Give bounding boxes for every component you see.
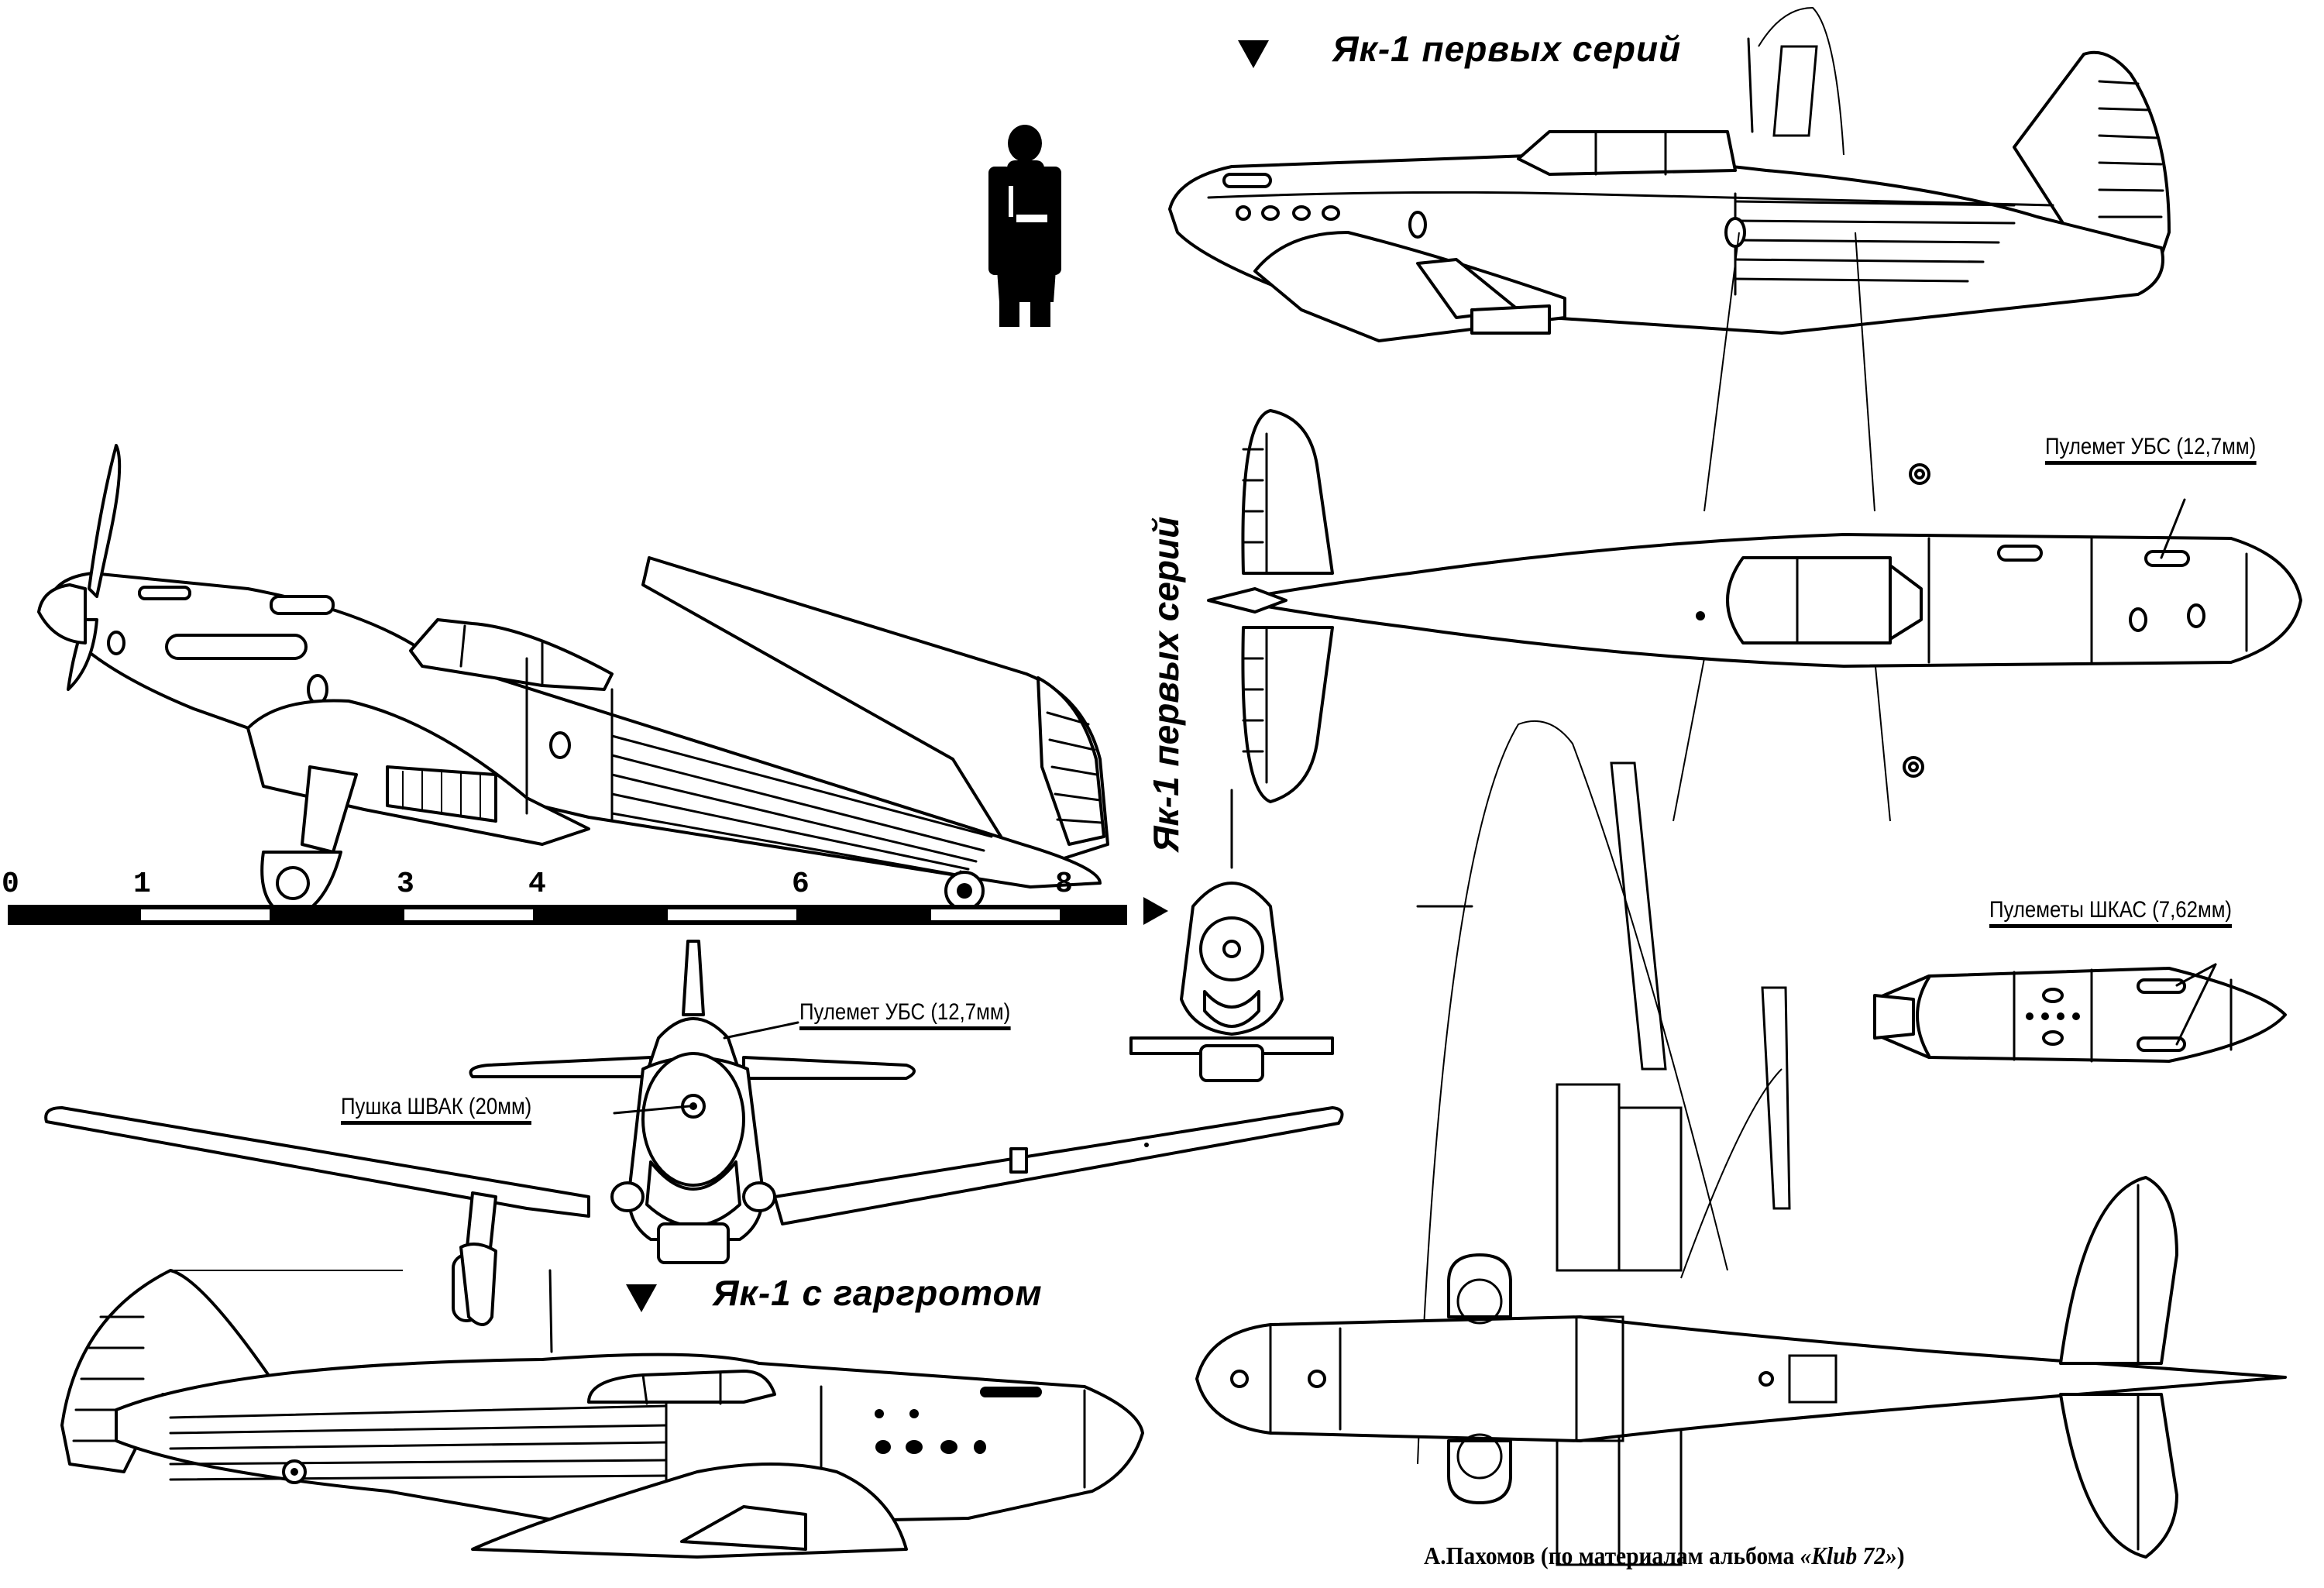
scale-bar-segment	[141, 909, 270, 920]
down-triangle-icon	[626, 1284, 657, 1312]
top-view-first-series	[1207, 232, 2302, 822]
side-view-first-series-right	[1168, 6, 2171, 342]
front-view	[44, 940, 1344, 1322]
scale-tick-label: 0	[2, 868, 19, 901]
callout-shkas: Пулеметы ШКАС (7,62мм)	[1989, 897, 2233, 928]
nose-detail-shkas	[1873, 963, 2287, 1063]
callout-front-ubs: Пулемет УБС (12,7мм)	[799, 999, 1011, 1030]
scale-bar	[8, 905, 1127, 925]
scale-tick-label: 3	[397, 868, 414, 901]
scale-tick-label: 6	[792, 868, 810, 901]
down-triangle-icon	[1238, 40, 1269, 68]
pilot-figure	[988, 125, 1061, 327]
side-view-first-series-left	[37, 444, 1109, 919]
right-triangle-icon	[1143, 897, 1168, 925]
scale-tick-label: 1	[133, 868, 151, 901]
scale-bar-segment	[404, 909, 533, 920]
credit-line: А.Пахомов (по материалам альбома «Klub 7…	[1424, 1542, 1904, 1570]
view-title-first-series-vertical: Як-1 первых серий	[1146, 516, 1186, 852]
credit-close: )	[1896, 1542, 1905, 1569]
scale-tick-label: 4	[528, 868, 546, 901]
callout-top-ubs: Пулемет УБС (12,7мм)	[2045, 434, 2257, 465]
callout-front-shvak: Пушка ШВАК (20мм)	[341, 1094, 532, 1125]
view-title-first-series: Як-1 первых серий	[1332, 29, 1682, 69]
bottom-view	[1195, 720, 2287, 1566]
scale-bar-segment	[931, 909, 1060, 920]
scale-bar-segment	[668, 909, 796, 920]
scale-tick-label: 8	[1055, 868, 1073, 901]
front-view-small	[1129, 789, 1334, 1082]
credit-author: А.Пахомов (по материалам альбома	[1424, 1542, 1800, 1569]
credit-source: «Klub 72»	[1800, 1542, 1897, 1569]
side-view-turtleback	[60, 1243, 1144, 1559]
view-title-turtleback: Як-1 с гаргротом	[713, 1273, 1043, 1313]
